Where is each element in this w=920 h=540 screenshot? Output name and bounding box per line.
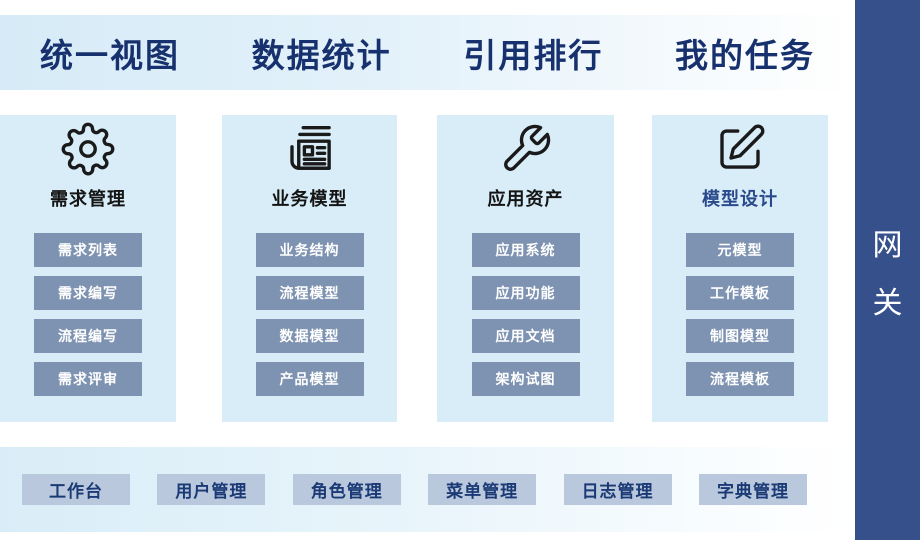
card-requirements-management: 需求管理 需求列表 需求编写 流程编写 需求评审 [0, 115, 176, 422]
btn-product-model[interactable]: 产品模型 [255, 362, 364, 396]
edit-icon [713, 122, 767, 176]
wrench-icon [499, 122, 553, 176]
bottom-admin-band: 工作台 用户管理 角色管理 菜单管理 日志管理 字典管理 [0, 447, 855, 532]
btn-requirement-write[interactable]: 需求编写 [34, 276, 142, 310]
gear-icon [61, 122, 115, 176]
btn-data-model[interactable]: 数据模型 [255, 319, 364, 353]
nav-data-statistics[interactable]: 数据统计 [251, 36, 392, 74]
card-button-group: 元模型 工作模板 制图模型 流程模板 [686, 233, 794, 396]
btn-requirement-review[interactable]: 需求评审 [34, 362, 142, 396]
btn-architecture-view[interactable]: 架构试图 [471, 362, 580, 396]
nav-unified-view[interactable]: 统一视图 [40, 36, 180, 74]
btn-dictionary-management[interactable]: 字典管理 [698, 474, 807, 505]
card-button-group: 业务结构 流程模型 数据模型 产品模型 [255, 233, 364, 396]
btn-application-system[interactable]: 应用系统 [471, 233, 580, 267]
top-nav-band: 统一视图 数据统计 引用排行 我的任务 [0, 15, 855, 90]
btn-application-document[interactable]: 应用文档 [471, 319, 580, 353]
btn-application-function[interactable]: 应用功能 [471, 276, 580, 310]
btn-menu-management[interactable]: 菜单管理 [428, 474, 537, 505]
btn-process-write[interactable]: 流程编写 [34, 319, 142, 353]
gateway-sidebar: 网关 [855, 0, 920, 540]
newspaper-icon [283, 122, 337, 176]
btn-process-template[interactable]: 流程模板 [686, 362, 794, 396]
card-button-group: 应用系统 应用功能 应用文档 架构试图 [471, 233, 580, 396]
btn-drawing-model[interactable]: 制图模型 [686, 319, 794, 353]
nav-my-tasks[interactable]: 我的任务 [674, 36, 815, 74]
btn-log-management[interactable]: 日志管理 [563, 474, 672, 505]
card-title: 业务模型 [271, 189, 348, 209]
card-application-assets: 应用资产 应用系统 应用功能 应用文档 架构试图 [437, 115, 614, 422]
btn-workbench[interactable]: 工作台 [22, 474, 130, 505]
gateway-label: 网关 [872, 228, 903, 321]
btn-work-template[interactable]: 工作模板 [686, 276, 794, 310]
card-model-design: 模型设计 元模型 工作模板 制图模型 流程模板 [652, 115, 828, 422]
btn-requirement-list[interactable]: 需求列表 [34, 233, 142, 267]
nav-citation-ranking[interactable]: 引用排行 [463, 36, 604, 74]
card-title: 应用资产 [487, 189, 564, 209]
card-business-model: 业务模型 业务结构 流程模型 数据模型 产品模型 [222, 115, 397, 422]
btn-role-management[interactable]: 角色管理 [292, 474, 401, 505]
btn-business-structure[interactable]: 业务结构 [255, 233, 364, 267]
card-button-group: 需求列表 需求编写 流程编写 需求评审 [34, 233, 142, 396]
btn-meta-model[interactable]: 元模型 [686, 233, 794, 267]
card-title: 需求管理 [50, 189, 126, 209]
btn-process-model[interactable]: 流程模型 [255, 276, 364, 310]
btn-user-management[interactable]: 用户管理 [157, 474, 266, 505]
card-title: 模型设计 [702, 189, 778, 209]
